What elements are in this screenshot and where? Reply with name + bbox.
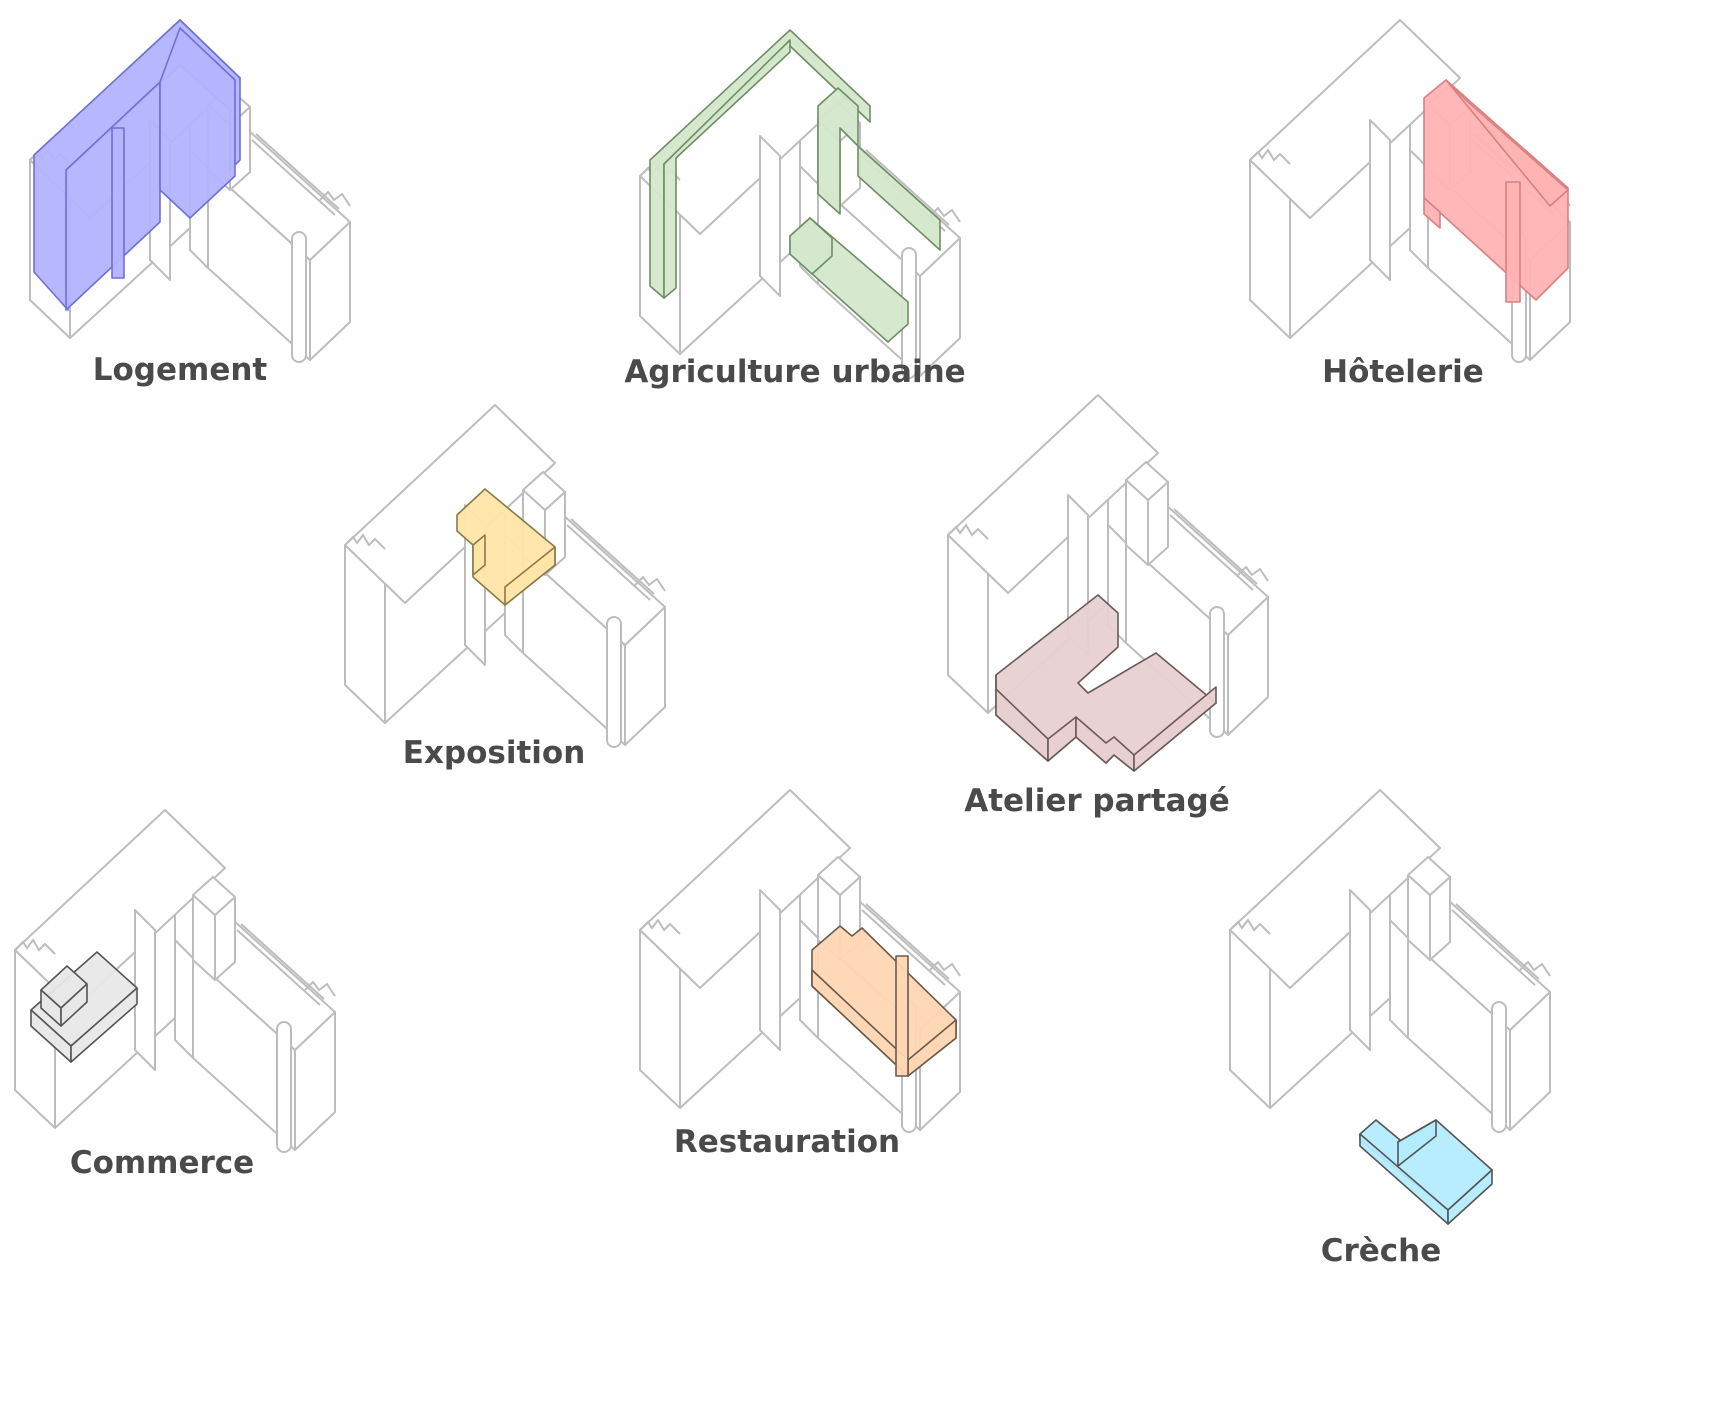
- diagram-exposition: [344, 404, 666, 748]
- label-creche: Crèche: [1320, 1233, 1442, 1269]
- label-atelier: Atelier partagé: [964, 783, 1230, 819]
- diagram-agriculture: [639, 29, 961, 379]
- creche-volume: [1359, 1119, 1493, 1225]
- label-commerce: Commerce: [69, 1145, 255, 1181]
- label-restauration: Restauration: [673, 1124, 901, 1160]
- diagram-atelier: [947, 394, 1269, 772]
- diagram-commerce: [14, 809, 336, 1153]
- label-logement: Logement: [92, 352, 268, 388]
- diagram-creche: [1229, 789, 1551, 1133]
- label-hotelerie: Hôtelerie: [1322, 354, 1484, 390]
- diagram-restauration: [639, 789, 961, 1133]
- label-agriculture: Agriculture urbaine: [624, 354, 966, 390]
- diagram-hotelerie: [1249, 19, 1571, 363]
- label-exposition: Exposition: [402, 735, 586, 771]
- diagram-logement: [29, 19, 351, 363]
